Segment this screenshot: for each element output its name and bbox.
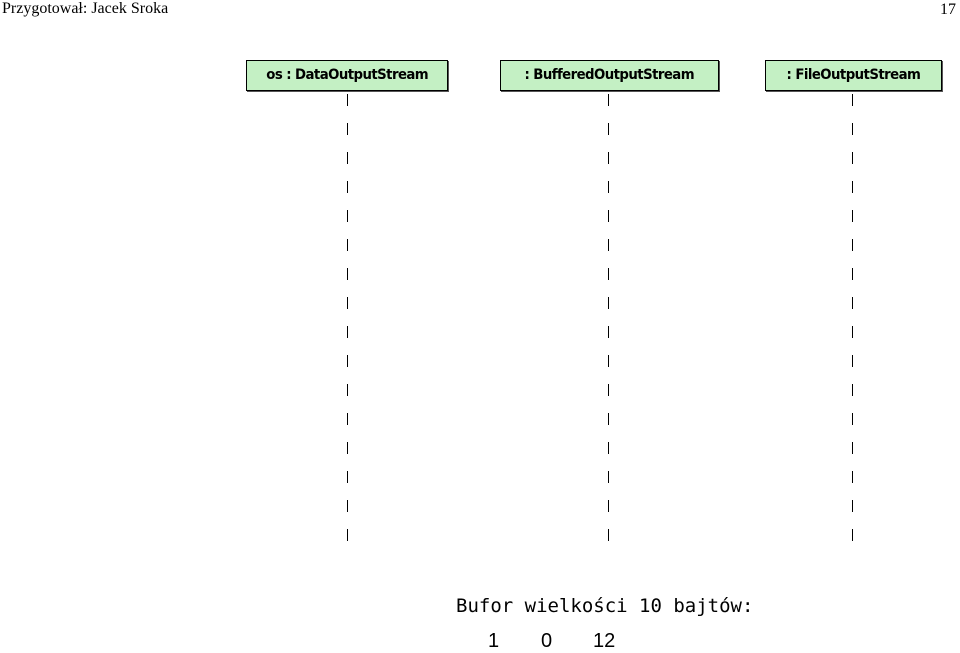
author-label: Przygotował: Jacek Sroka <box>2 0 169 17</box>
lifeline-dashed-buffered-output-stream <box>608 94 609 546</box>
lifeline-label: os : DataOutputStream <box>266 67 428 83</box>
lifeline-box-file-output-stream: : FileOutputStream <box>765 60 942 91</box>
lifeline-box-data-output-stream: os : DataOutputStream <box>246 60 448 91</box>
buffer-value: 0 <box>541 630 553 652</box>
page-number: 17 <box>940 1 956 18</box>
lifeline-dashed-data-output-stream <box>347 94 348 546</box>
lifeline-box-buffered-output-stream: : BufferedOutputStream <box>500 60 719 91</box>
lifeline-label: : FileOutputStream <box>786 67 921 83</box>
lifeline-label: : BufferedOutputStream <box>524 67 695 83</box>
buffer-caption: Bufor wielkości 10 bajtów: <box>456 595 754 617</box>
buffer-value: 1 <box>488 630 500 652</box>
lifeline-dashed-file-output-stream <box>852 94 853 546</box>
buffer-value: 12 <box>593 630 616 652</box>
